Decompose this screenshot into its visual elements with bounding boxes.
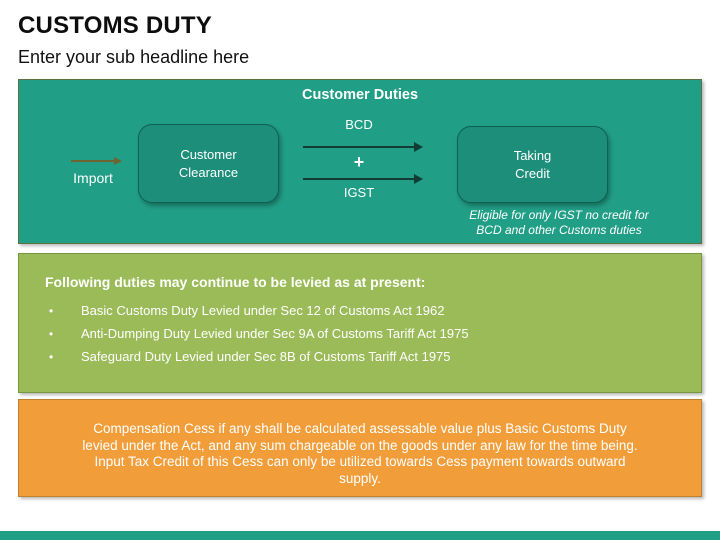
igst-label: IGST xyxy=(343,185,375,200)
duties-heading: Following duties may continue to be levi… xyxy=(45,274,426,290)
footer-bar xyxy=(0,531,720,540)
duties-list: Basic Customs Duty Levied under Sec 12 o… xyxy=(47,300,681,369)
cess-text: Compensation Cess if any shall be calcul… xyxy=(82,421,638,486)
eligibility-note: Eligible for only IGST no credit for BCD… xyxy=(419,208,699,238)
import-arrow-icon xyxy=(71,157,122,165)
eligibility-note-line2: BCD and other Customs duties xyxy=(476,223,642,237)
igst-arrow-icon xyxy=(303,174,423,184)
duty-item: Safeguard Duty Levied under Sec 8B of Cu… xyxy=(47,346,681,368)
cess-panel: Compensation Cess if any shall be calcul… xyxy=(18,399,702,497)
customer-clearance-box: Customer Clearance xyxy=(138,124,279,203)
bcd-label: BCD xyxy=(345,117,373,132)
taking-credit-line2: Credit xyxy=(515,165,550,181)
page-subtitle: Enter your sub headline here xyxy=(18,47,250,67)
import-label: Import xyxy=(73,170,113,186)
duties-panel: Following duties may continue to be levi… xyxy=(18,253,702,393)
bcd-arrow-icon xyxy=(303,142,423,152)
taking-credit-line1: Taking xyxy=(513,147,552,163)
duty-item: Basic Customs Duty Levied under Sec 12 o… xyxy=(47,300,681,322)
customer-duties-panel: Customer Duties Import Customer Clearanc… xyxy=(18,79,702,244)
taking-credit-box: Taking Credit xyxy=(457,126,608,203)
duty-item: Anti-Dumping Duty Levied under Sec 9A of… xyxy=(47,323,681,345)
eligibility-note-line1: Eligible for only IGST no credit for xyxy=(469,208,649,222)
customer-duties-heading: Customer Duties xyxy=(301,87,419,103)
page-title: CUSTOMS DUTY xyxy=(18,12,212,39)
customer-clearance-line2: Clearance xyxy=(178,164,239,180)
plus-label: + xyxy=(353,152,365,172)
customer-clearance-line1: Customer xyxy=(180,146,237,162)
